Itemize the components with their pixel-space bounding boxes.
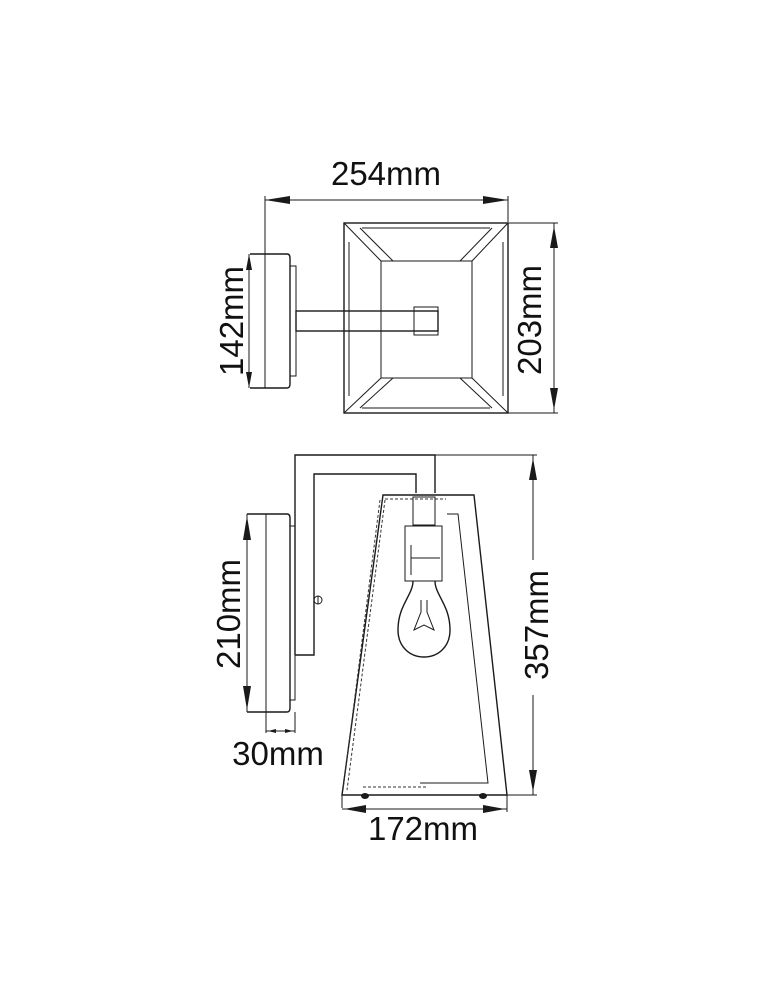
dim-172-line bbox=[342, 795, 508, 813]
top-arm bbox=[295, 306, 439, 336]
dim-label-172: 172mm bbox=[368, 810, 478, 847]
dim-label-30: 30mm bbox=[232, 735, 324, 772]
dim-142-line bbox=[246, 254, 252, 388]
bulb-assembly bbox=[361, 496, 487, 799]
side-backplate bbox=[247, 513, 296, 713]
dim-30-line bbox=[265, 712, 296, 733]
dim-label-254: 254mm bbox=[331, 155, 441, 192]
top-view: 254mm 142mm bbox=[213, 155, 558, 414]
dim-210-line bbox=[243, 514, 251, 712]
side-shade bbox=[341, 494, 508, 808]
dim-203-line bbox=[508, 222, 558, 414]
dim-label-357: 357mm bbox=[518, 570, 555, 680]
side-arm bbox=[294, 454, 436, 656]
dim-357-line bbox=[435, 454, 537, 796]
dim-254-line bbox=[264, 196, 509, 255]
top-shade bbox=[343, 222, 509, 414]
dim-label-210: 210mm bbox=[210, 559, 247, 669]
dim-label-142: 142mm bbox=[213, 266, 250, 376]
side-view: 210mm 30mm bbox=[210, 454, 555, 847]
top-backplate bbox=[250, 253, 297, 389]
dim-label-203: 203mm bbox=[511, 265, 548, 375]
